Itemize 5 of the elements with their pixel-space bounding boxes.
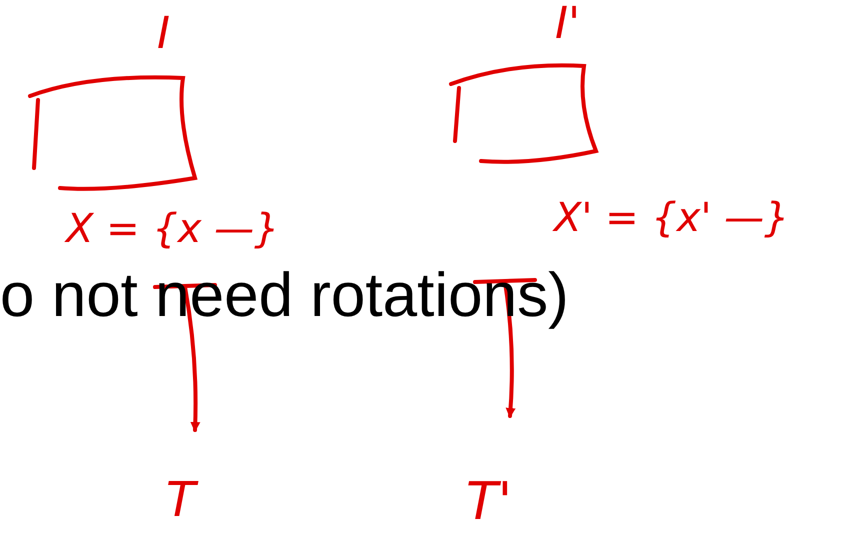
handwritten-label: X = {x —} — [66, 209, 280, 249]
handwritten-label: I — [157, 12, 170, 56]
handwritten-label: I' — [555, 2, 580, 46]
handwritten-label: X' = {x' —} — [554, 198, 790, 238]
handwritten-label: T' — [466, 476, 512, 528]
